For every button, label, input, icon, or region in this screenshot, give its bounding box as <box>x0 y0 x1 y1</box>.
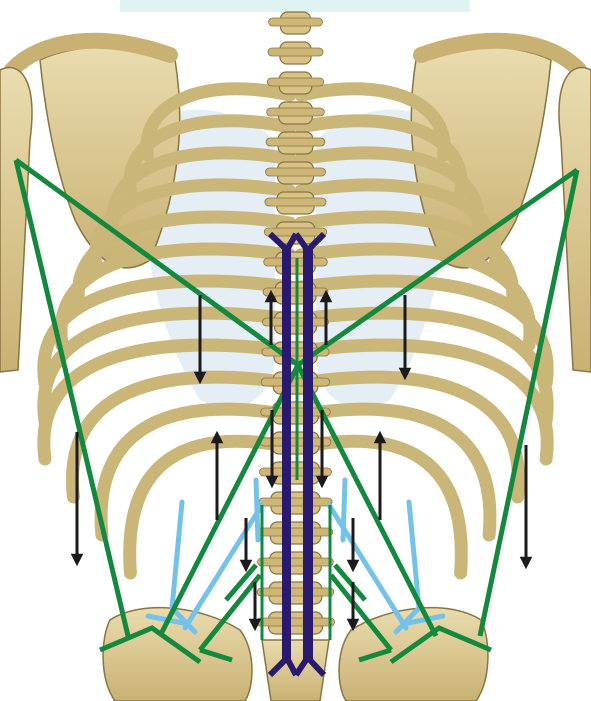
rib-left <box>130 441 290 573</box>
transverse-process <box>257 618 335 626</box>
transverse-process <box>266 138 325 146</box>
transverse-process <box>268 48 323 56</box>
right-quadratus-inner <box>343 480 345 540</box>
transverse-process <box>258 558 334 566</box>
top-band <box>120 0 470 12</box>
right-humerus <box>559 68 591 372</box>
right-quadratus-diagonal <box>329 505 406 628</box>
transverse-process <box>267 108 325 116</box>
transverse-process <box>265 198 326 206</box>
transverse-process <box>259 498 332 506</box>
left-humerus <box>0 68 32 372</box>
transverse-process <box>257 588 334 596</box>
transverse-process <box>269 18 323 26</box>
transverse-process <box>258 528 332 536</box>
left-quadratus-inner <box>256 480 258 540</box>
transverse-process <box>266 168 326 176</box>
transverse-process <box>267 78 323 86</box>
